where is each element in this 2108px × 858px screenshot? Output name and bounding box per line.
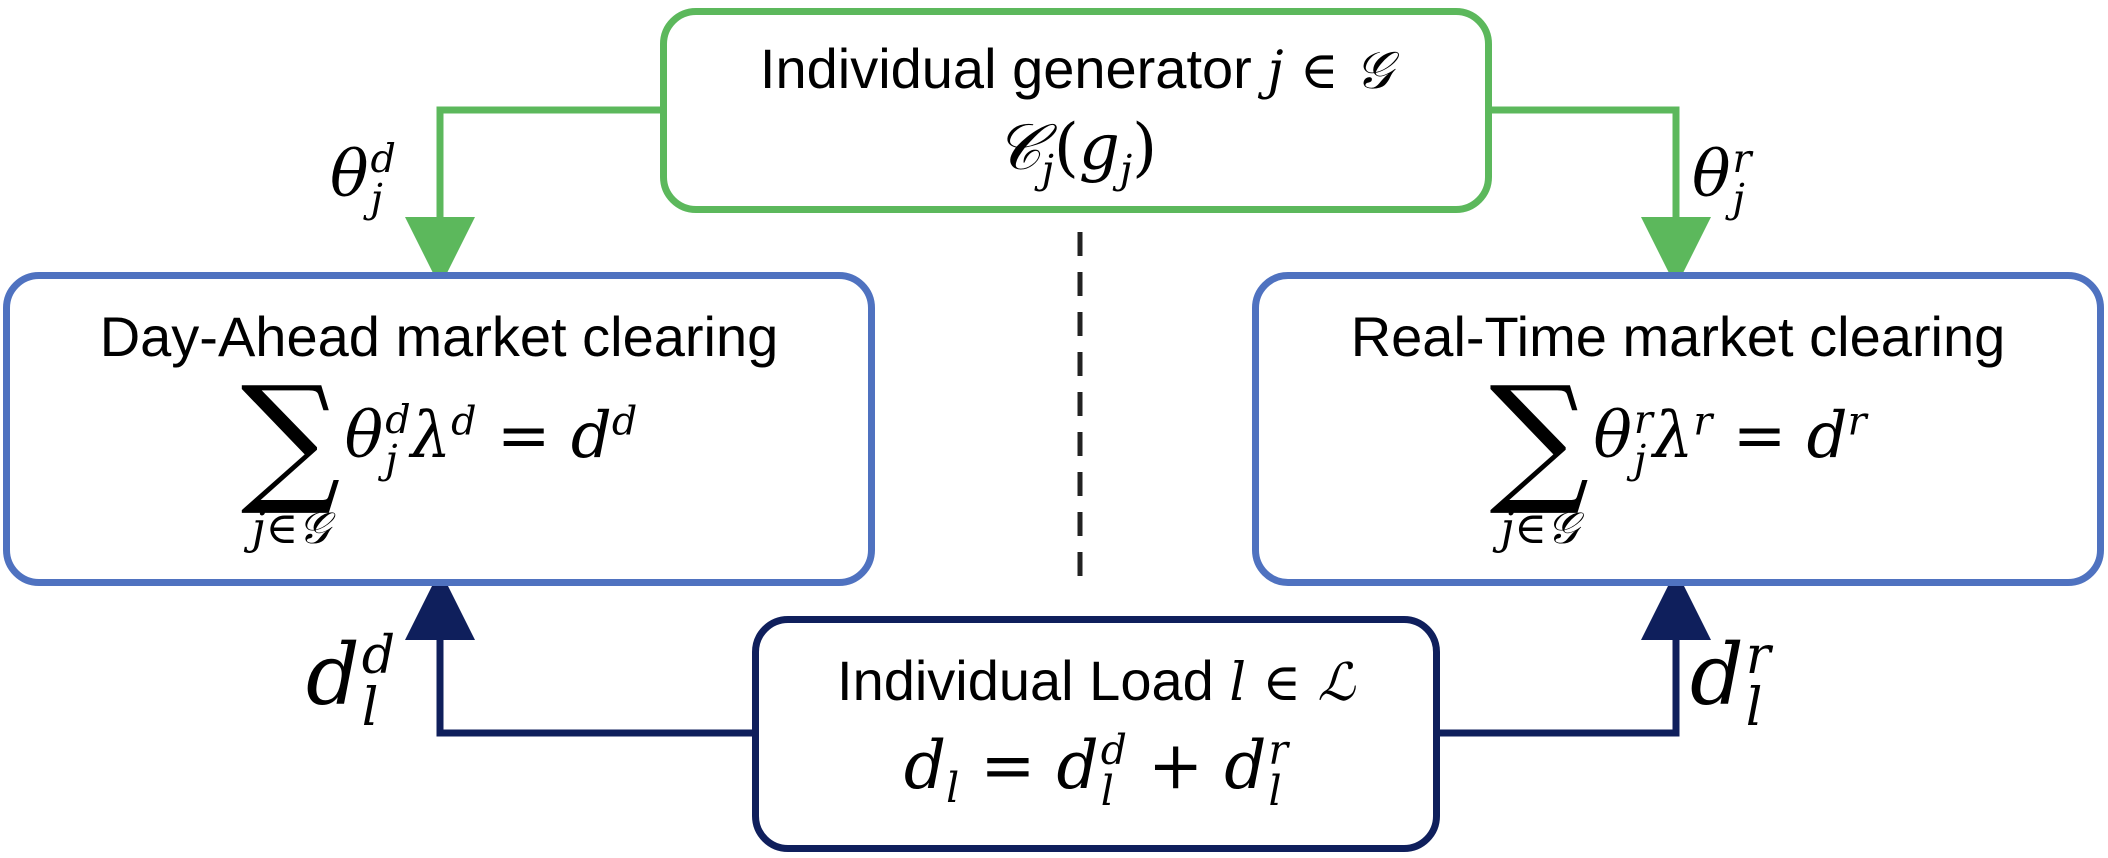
theta-right-sup: r (1732, 136, 1752, 182)
day-ahead-title: Day-Ahead market clearing (99, 305, 779, 368)
real-time-theta: θ (1593, 399, 1632, 473)
day-ahead-theta: θ (344, 399, 384, 473)
day-ahead-lambda-sup: d (451, 398, 477, 445)
gen-to-real-time-arrow (1492, 106, 1711, 287)
theta-right-sub: j (1732, 175, 1745, 222)
real-time-rhs: d (1806, 399, 1848, 473)
theta-right-base: θ (1692, 138, 1731, 213)
day-ahead-theta-sub: j (385, 436, 398, 483)
real-time-lambda-sup: r (1693, 398, 1713, 445)
load-title: Individual Load l ∈ ℒ (837, 649, 1355, 713)
cost-function-sub: j (1041, 146, 1054, 193)
gen-to-day-ahead-arrow (405, 106, 660, 287)
generator-cost-formula: 𝒞j(gj) (994, 111, 1158, 193)
d-left-sub: l (361, 678, 379, 739)
day-ahead-rhs: d (570, 399, 612, 473)
real-time-title: Real-Time market clearing (1350, 305, 2006, 368)
day-ahead-theta-sup: d (385, 396, 411, 443)
load-title-text: Individual Load (837, 649, 1214, 712)
d-left-base: d (306, 626, 360, 725)
load-rt-term: d (1224, 727, 1267, 804)
theta-left-sub: j (370, 175, 383, 222)
generator-title: Individual generator j ∈ 𝒢 (759, 37, 1393, 101)
load-lhs: d (903, 727, 947, 804)
load-index-var: l (1229, 653, 1246, 713)
real-time-theta-sup: r (1633, 396, 1653, 443)
generator-index-var: j (1267, 41, 1284, 101)
generator-box: Individual generator j ∈ 𝒢 𝒞j(gj) (660, 8, 1492, 213)
load-da-sub: l (1100, 767, 1114, 815)
cost-arg-sub: j (1119, 146, 1133, 193)
day-ahead-rhs-sup: d (611, 398, 638, 445)
d-left-sup: d (361, 626, 396, 686)
load-rt-sub: l (1268, 767, 1282, 815)
real-time-sum-index: j∈𝒢 (1500, 503, 1579, 554)
sum-symbol: ∑ (1489, 357, 1590, 520)
load-da-sup: d (1100, 726, 1127, 775)
real-time-lambda: λ (1652, 399, 1694, 473)
load-to-day-ahead-arrow (405, 570, 752, 737)
d-right-sup: r (1745, 626, 1771, 686)
day-ahead-lambda: λ (410, 399, 452, 473)
load-da-term: d (1056, 727, 1099, 804)
generator-set-symbol: 𝒢 (1355, 41, 1393, 101)
d-right-sub: l (1745, 678, 1763, 739)
load-lhs-sub: l (946, 764, 960, 813)
load-to-real-time-arrow (1440, 570, 1711, 737)
real-time-rhs-sup: r (1847, 398, 1867, 445)
cost-arg: g (1078, 111, 1120, 185)
theta-left-base: θ (330, 138, 369, 213)
load-rt-sup: r (1268, 726, 1289, 775)
load-set-symbol: ℒ (1317, 653, 1355, 713)
real-time-theta-sub: j (1633, 436, 1647, 483)
theta-left-sup: d (370, 136, 396, 182)
day-ahead-sum-index: j∈𝒢 (251, 503, 330, 554)
generator-title-text: Individual generator (759, 37, 1252, 100)
d-right-base: d (1690, 626, 1744, 725)
sum-symbol: ∑ (240, 357, 341, 520)
cost-function-symbol: 𝒞 (994, 111, 1042, 185)
